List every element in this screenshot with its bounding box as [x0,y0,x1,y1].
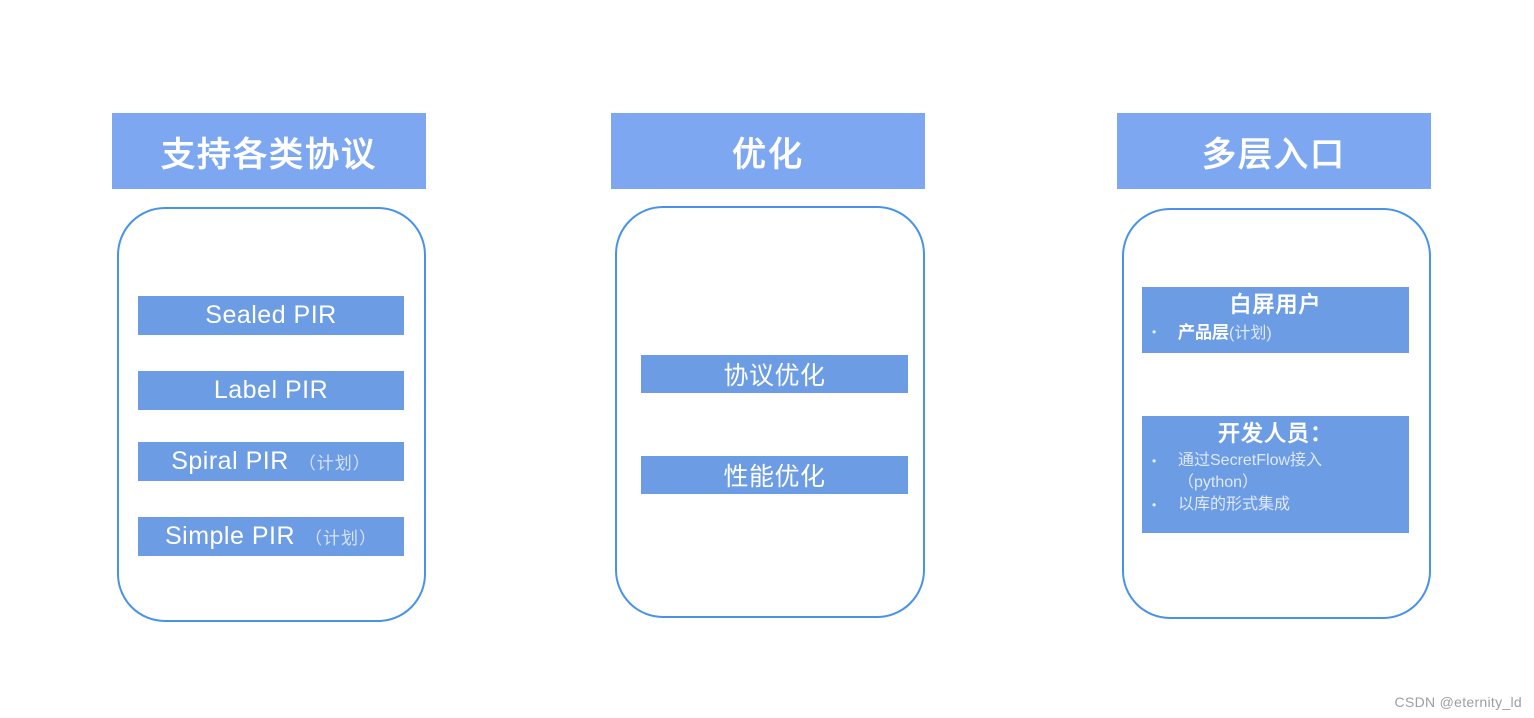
entry-layers-panel: 白屏用户 • 产品层(计划) 开发人员： • 通过SecretFlow接入 （py… [1122,208,1431,619]
bullet-line-continuation: （python） [1178,473,1259,491]
protocol-label: Sealed PIR [205,301,337,329]
bullet-icon: • [1152,498,1157,513]
protocol-label: Simple PIR [164,522,296,550]
card-title: 白屏用户 [1229,292,1322,317]
protocol-plan-note: （计划） [298,454,371,473]
optimization-item-performance: 性能优化 [641,456,908,494]
bullet-line: 通过SecretFlow接入 [1178,451,1323,469]
protocol-item-sealed-pir: Sealed PIR [138,296,404,335]
bullet-icon: • [1152,453,1157,468]
optimization-label: 协议优化 [723,362,826,390]
protocol-label: Spiral PIR [171,447,289,475]
card-developers: 开发人员： • 通过SecretFlow接入 （python） • 以库的形式集成 [1142,416,1409,533]
column-header-protocols: 支持各类协议 [112,113,426,189]
column-header-entry-layers: 多层入口 [1117,113,1431,189]
bullet-icon: • [1152,324,1157,339]
protocol-plan-note: （计划） [305,529,378,548]
card-white-screen-users: 白屏用户 • 产品层(计划) [1142,287,1409,353]
bullet-item: • 以库的形式集成 [1142,494,1409,517]
bullet-strong-text: 产品层 [1178,322,1229,342]
protocol-item-simple-pir: Simple PIR （计划） [138,517,404,556]
bullet-item: • 产品层(计划) [1142,321,1409,345]
card-title: 开发人员： [1217,421,1333,446]
bullet-text: 通过SecretFlow接入 （python） [1178,450,1403,495]
card-bullet-list: • 通过SecretFlow接入 （python） • 以库的形式集成 [1142,450,1409,518]
protocol-label: Label PIR [213,376,329,404]
bullet-text: 产品层(计划) [1178,321,1403,345]
bullet-item: • 通过SecretFlow接入 （python） [1142,450,1409,495]
optimization-label: 性能优化 [723,463,826,491]
protocols-panel: Sealed PIR Label PIR Spiral PIR （计划） Sim… [117,207,426,622]
bullet-line: 以库的形式集成 [1178,496,1291,514]
csdn-watermark: CSDN @eternity_ld [1394,694,1522,710]
optimization-panel: 协议优化 性能优化 [615,206,925,618]
protocol-item-label-pir: Label PIR [138,371,404,410]
card-bullet-list: • 产品层(计划) [1142,321,1409,345]
protocol-item-spiral-pir: Spiral PIR （计划） [138,442,404,481]
optimization-item-protocol: 协议优化 [641,355,908,393]
column-header-optimization: 优化 [611,113,925,189]
bullet-plan-note: (计划) [1229,324,1272,342]
